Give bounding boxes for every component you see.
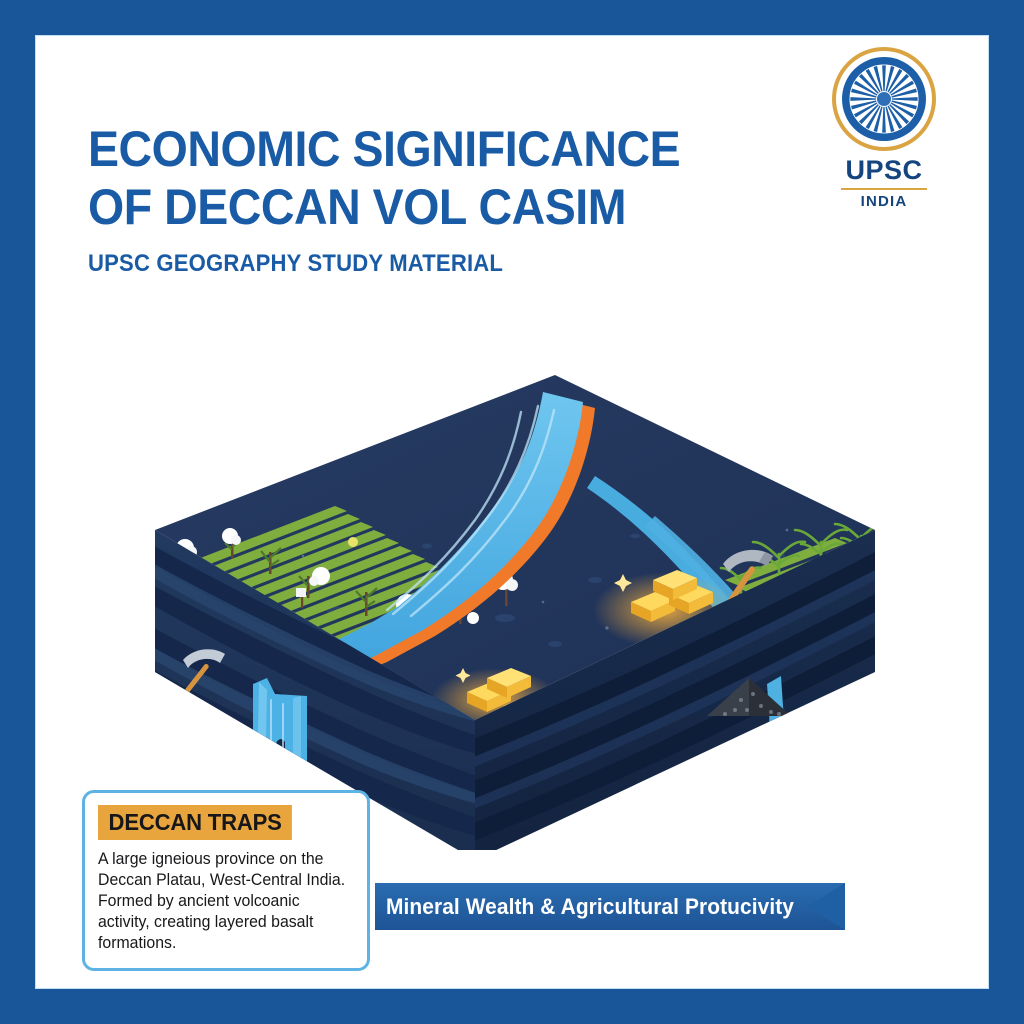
page-title: ECONOMIC SIGNIFICANCE OF DECCAN VOL CASI… [88,120,728,278]
bauxite-pile [707,678,791,716]
title-line-2: OF DECCAN VOL CASIM [88,179,627,235]
poster-canvas: ECONOMIC SIGNIFICANCE OF DECCAN VOL CASI… [35,35,989,989]
pickaxe-icon-face [180,649,225,699]
ribbon-shape [375,883,845,930]
subtitle: UPSC GEOGRAPHY STUDY MATERIAL [88,250,504,277]
ribbon-label: Mineral Wealth & Agricultural Protucivit… [385,893,795,919]
ribbon-banner: Mineral Wealth & Agricultural Protucivit… [375,883,845,930]
info-card-body: A large igneious province on the Deccan … [98,850,346,952]
upsc-country-label: INDIA [860,193,908,210]
isometric-block-diagram [35,280,989,850]
ashoka-chakra-icon [832,47,936,151]
info-card-title: DECCAN TRAPS [98,805,293,840]
upsc-logo: UPSC INDIA [824,47,944,210]
logo-divider [841,188,927,190]
info-card: DECCAN TRAPS A large igneious province o… [82,790,370,971]
pickaxe-icon-subsurface [630,799,675,847]
title-line-1: ECONOMIC SIGNIFICANCE [88,121,681,177]
upsc-wordmark: UPSC [845,155,923,185]
